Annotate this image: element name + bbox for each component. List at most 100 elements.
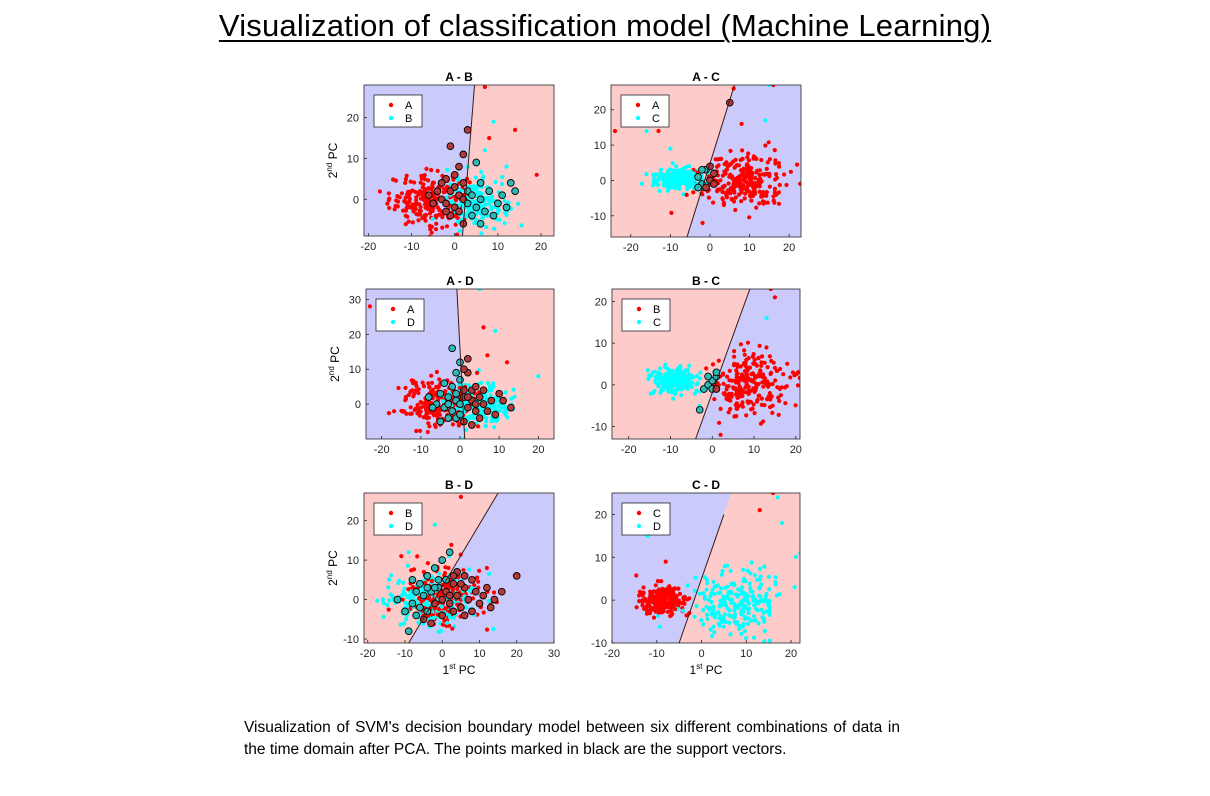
point-A <box>427 211 433 216</box>
point-B <box>749 407 754 412</box>
point-A <box>727 189 732 194</box>
point-C <box>666 389 671 394</box>
figure-caption: Visualization of SVM's decision boundary… <box>244 719 900 758</box>
point-D <box>736 587 741 592</box>
point-A <box>612 128 618 134</box>
point-D <box>701 591 706 596</box>
support-vector <box>502 203 511 212</box>
point-A <box>403 200 408 205</box>
point-A <box>445 184 450 189</box>
point-A <box>432 195 437 200</box>
point-B <box>777 398 782 404</box>
point-A <box>412 407 417 412</box>
x-tick-label: 20 <box>785 648 797 660</box>
point-B <box>735 395 740 400</box>
point-B <box>746 391 751 396</box>
support-vector <box>471 407 480 415</box>
point-A <box>724 167 730 172</box>
point-A <box>767 184 773 189</box>
point-A <box>395 194 400 199</box>
point-B <box>746 400 751 406</box>
y-tick-label: 20 <box>595 509 607 521</box>
point-A <box>717 187 722 192</box>
y-tick-label: -10 <box>343 634 359 646</box>
point-B <box>726 397 731 403</box>
point-A <box>436 237 440 241</box>
support-vector <box>416 603 424 612</box>
point-B <box>725 394 730 399</box>
point-C <box>660 176 666 181</box>
point-B <box>727 368 732 373</box>
point-D <box>733 659 737 663</box>
point-D <box>387 577 392 582</box>
point-D <box>718 613 723 618</box>
point-D <box>491 626 496 632</box>
point-A <box>417 208 422 213</box>
point-A <box>420 380 425 385</box>
point-D <box>712 584 717 589</box>
point-A <box>765 160 770 165</box>
point-C <box>670 611 675 617</box>
point-D <box>732 607 737 612</box>
point-D <box>773 575 778 580</box>
point-D <box>762 564 767 569</box>
point-C <box>681 192 686 197</box>
support-vector <box>408 575 417 584</box>
support-vector <box>463 403 472 412</box>
point-B <box>426 594 431 599</box>
support-vector <box>710 180 718 188</box>
point-A <box>418 196 424 201</box>
point-A <box>745 155 750 160</box>
point-A <box>772 186 778 191</box>
support-vector <box>472 203 481 212</box>
point-D <box>655 613 661 619</box>
point-A <box>434 221 439 226</box>
point-A <box>406 194 411 199</box>
support-vector <box>506 179 515 187</box>
point-C <box>639 181 645 186</box>
point-D <box>701 608 706 613</box>
point-D <box>718 586 724 591</box>
point-A <box>404 205 409 210</box>
point-B <box>458 494 463 499</box>
support-vector <box>457 579 465 588</box>
point-B <box>415 554 420 559</box>
point-D <box>757 593 762 598</box>
point-C <box>657 188 662 194</box>
point-A <box>774 175 780 180</box>
support-vector <box>494 199 502 208</box>
point-C <box>673 186 678 191</box>
point-D <box>759 598 764 604</box>
point-B <box>776 395 781 400</box>
point-C <box>670 161 675 166</box>
point-B <box>411 567 417 572</box>
point-B <box>778 393 784 398</box>
point-B <box>491 590 497 595</box>
point-D <box>431 615 436 621</box>
support-vector <box>449 607 458 616</box>
x-tick-label: 20 <box>532 444 544 456</box>
point-D <box>732 583 737 588</box>
point-D <box>487 384 492 389</box>
point-C <box>679 370 685 375</box>
point-B <box>775 368 780 373</box>
point-B <box>489 204 494 210</box>
point-B <box>788 375 793 380</box>
x-tick-label: 20 <box>783 242 795 254</box>
point-A <box>748 168 753 173</box>
point-D <box>753 606 759 611</box>
y-tick-label: 10 <box>594 140 606 152</box>
point-D <box>697 591 702 596</box>
legend: AD <box>375 298 425 332</box>
point-D <box>717 623 722 628</box>
support-vector <box>467 421 476 429</box>
point-B <box>794 371 799 376</box>
point-D <box>405 563 411 568</box>
panel-title: B - C <box>692 274 720 288</box>
point-B <box>422 580 428 586</box>
point-A <box>414 201 419 206</box>
x-tick-label: 0 <box>439 648 445 660</box>
point-D <box>767 638 772 643</box>
point-A <box>766 140 771 145</box>
